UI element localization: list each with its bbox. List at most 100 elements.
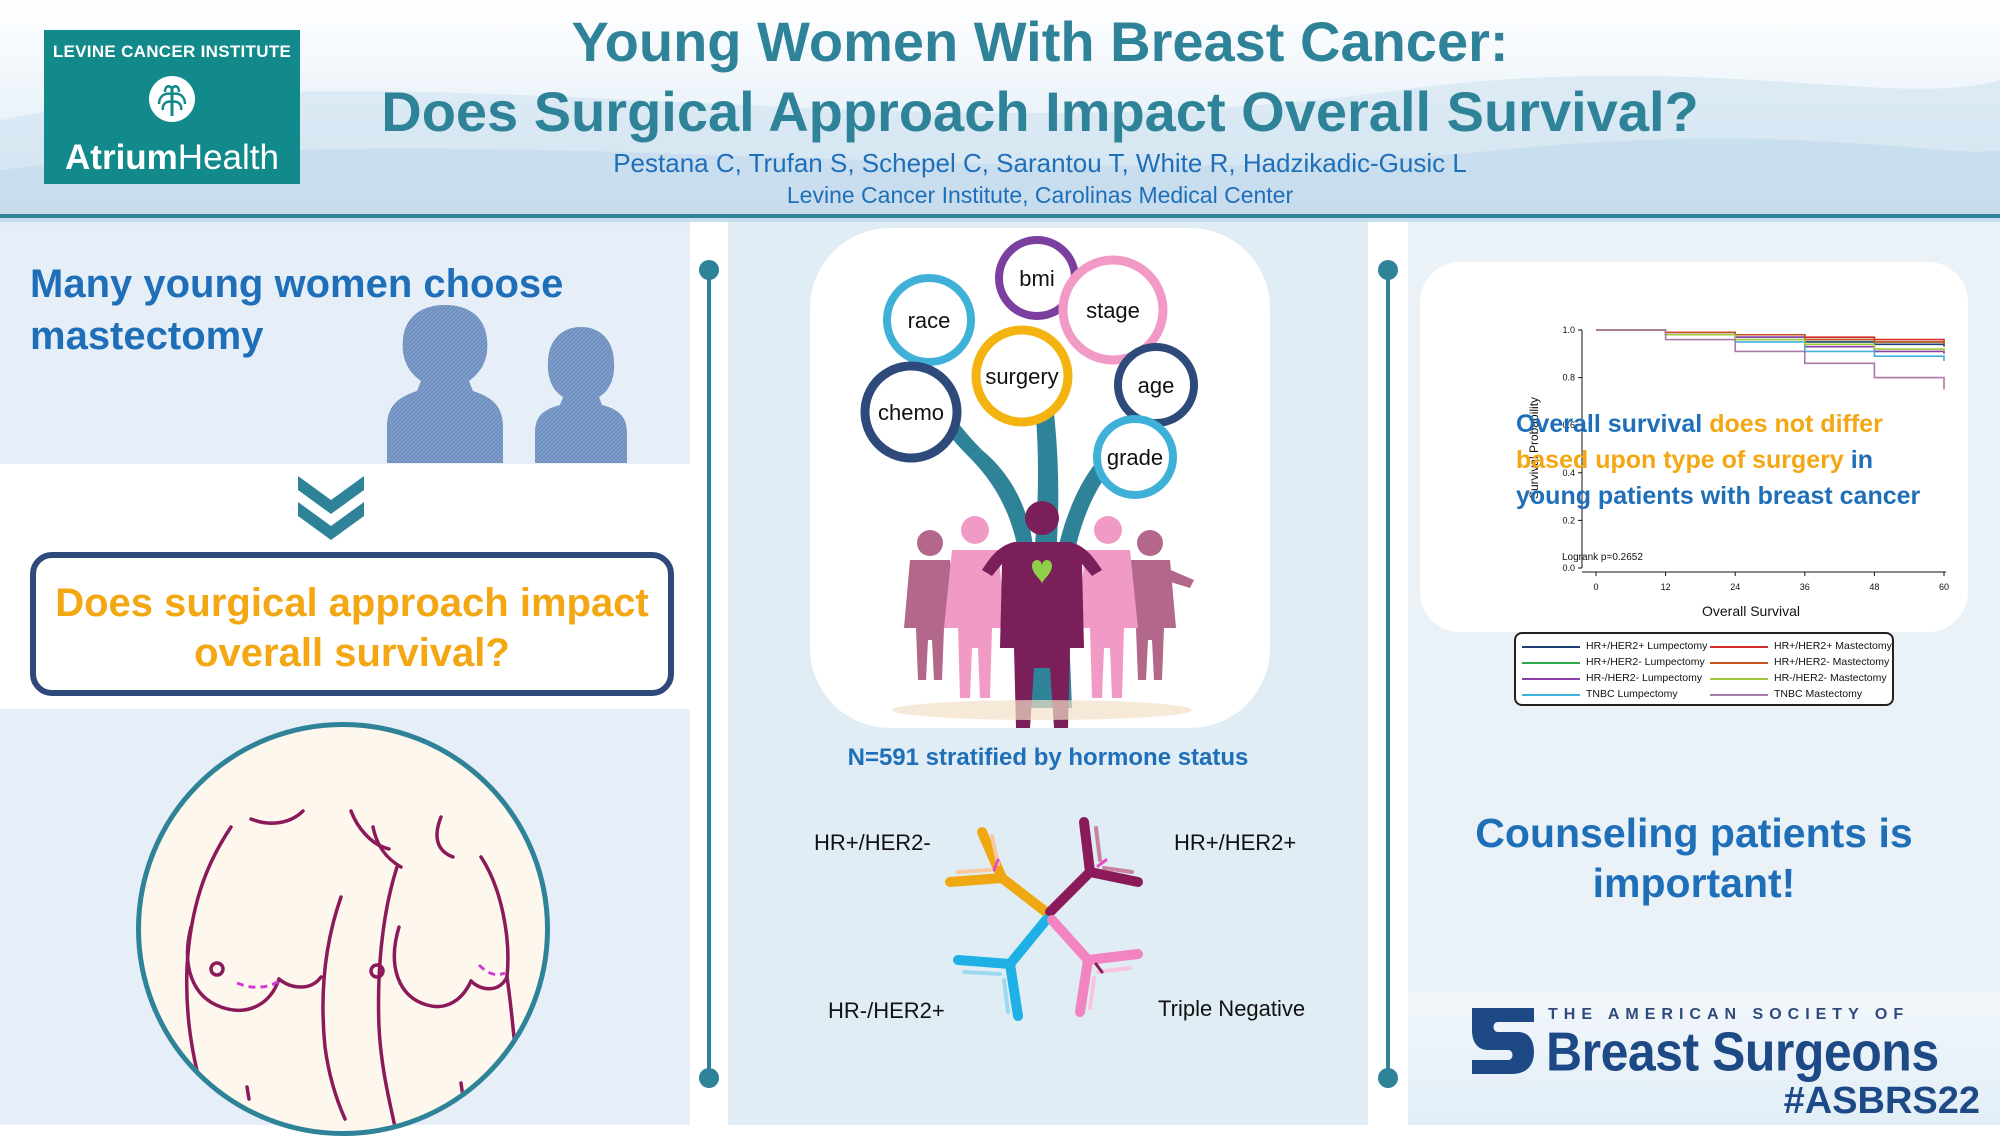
- timeline-dot: [1378, 1068, 1398, 1088]
- logo-brand-light: Health: [177, 138, 279, 177]
- logo-brand-text: AtriumHealth: [44, 138, 300, 178]
- chevron-down-icon: [298, 476, 364, 540]
- header-divider: [0, 214, 2000, 218]
- legend-swatch: [1710, 694, 1768, 696]
- conference-hashtag: #ASBRS22: [1783, 1080, 1980, 1122]
- receptor-hrneg-her2pos-icon: [953, 915, 1051, 1021]
- logo-institute-text: LEVINE CANCER INSTITUTE: [52, 42, 292, 61]
- heart-icon: [1032, 560, 1052, 584]
- poster-title-line2: Does Surgical Approach Impact Overall Su…: [381, 80, 1699, 143]
- y-axis-label: Survival Probability: [1527, 397, 1541, 499]
- asbrs-logo-icon: [1472, 1008, 1534, 1074]
- logo-brand-bold: Atrium: [65, 138, 178, 177]
- bubble-age: age: [1114, 343, 1198, 427]
- people-group: [904, 501, 1194, 728]
- ground-shadow: [892, 700, 1192, 720]
- x-tick-label: 48: [1869, 582, 1879, 592]
- chart-axes: 0.0 0.2 0.4 0.6 0.8 1.0 0 12 24 36 48 60: [1562, 325, 1949, 592]
- receptor-subtypes-diagram: [945, 817, 1143, 1021]
- logrank-annotation: Logrank p=0.2652: [1562, 552, 1643, 563]
- x-tick-label: 24: [1730, 582, 1740, 592]
- bubble-chemo-label: chemo: [878, 400, 944, 425]
- legend-swatch: [1710, 678, 1768, 680]
- y-tick-label: 0.2: [1562, 515, 1575, 525]
- series-line: [1596, 329, 1945, 352]
- question-box: Does surgical approach impact overall su…: [30, 552, 674, 696]
- conclusion-text: Counseling patients is important!: [1475, 810, 1913, 906]
- legend-label: HR-/HER2- Mastectomy: [1774, 672, 1887, 684]
- x-tick-label: 12: [1661, 582, 1671, 592]
- research-question: Does surgical approach impact overall su…: [55, 581, 649, 675]
- timeline-left: [707, 270, 711, 1076]
- y-tick-label: 0.4: [1562, 468, 1575, 478]
- survival-finding: Overall survival does not differ based u…: [1516, 406, 1936, 514]
- factors-tree-illustration: bmi race stage surgery age chemo grade: [860, 236, 1198, 728]
- finding-part1: Overall survival: [1516, 410, 1710, 438]
- breast-surgery-illustration: [136, 722, 550, 1136]
- label-hrneg-her2pos: HR-/HER2+: [828, 998, 945, 1023]
- authors: Pestana C, Trufan S, Schepel C, Sarantou…: [613, 148, 1467, 178]
- legend-swatch: [1522, 678, 1580, 680]
- bubble-bmi-label: bmi: [1019, 266, 1054, 291]
- society-name-top: THE AMERICAN SOCIETY OF: [1548, 1006, 1910, 1023]
- label-hrpos-her2pos: HR+/HER2+: [1174, 830, 1297, 855]
- y-tick-label: 0.8: [1562, 373, 1575, 383]
- survival-chart-card: [1420, 262, 1968, 632]
- bubble-surgery-label: surgery: [985, 364, 1058, 389]
- intro-statement: Many young women choose mastectomy: [30, 262, 564, 358]
- bubble-chemo: chemo: [860, 361, 962, 463]
- legend-label: HR+/HER2+ Mastectomy: [1774, 640, 1892, 652]
- series-line: [1596, 329, 1945, 390]
- receptor-hrpos-her2pos-icon: [1045, 817, 1143, 917]
- legend-label: HR-/HER2- Lumpectomy: [1586, 672, 1703, 684]
- bubble-grade-label: grade: [1107, 445, 1163, 470]
- bubble-race: race: [883, 274, 975, 366]
- header-wave-decoration: [0, 75, 2000, 222]
- cohort-size: N=591 stratified by hormone status: [847, 744, 1249, 771]
- receptor-hrpos-her2neg-icon: [945, 827, 1051, 917]
- timeline-dot: [699, 1068, 719, 1088]
- affiliation: Levine Cancer Institute, Carolinas Medic…: [786, 182, 1294, 208]
- timeline-right: [1386, 270, 1390, 1076]
- leaf-tree-icon: [149, 76, 195, 122]
- legend-label: HR+/HER2+ Lumpectomy: [1586, 640, 1708, 652]
- y-tick-label: 1.0: [1562, 325, 1575, 335]
- atrium-health-logo: LEVINE CANCER INSTITUTE AtriumHealth: [44, 30, 300, 184]
- finding-highlight: does not differ based upon type of surge…: [1516, 410, 1883, 474]
- legend-swatch: [1710, 662, 1768, 664]
- society-name-main: Breast Surgeons: [1546, 1021, 1939, 1083]
- bubble-age-label: age: [1138, 373, 1175, 398]
- receptor-triple-negative-icon: [1047, 915, 1143, 1017]
- legend-label: HR+/HER2- Lumpectomy: [1586, 656, 1705, 668]
- x-axis-label: Overall Survival: [1702, 603, 1800, 619]
- timeline-dot: [699, 260, 719, 280]
- y-tick-label: 0.0: [1562, 563, 1575, 573]
- finding-part3: in young patients with breast cancer: [1516, 446, 1921, 510]
- series-line: [1596, 329, 1945, 347]
- label-hrpos-her2neg: HR+/HER2-: [814, 830, 931, 855]
- bubble-stage-label: stage: [1086, 298, 1140, 323]
- legend-label: TNBC Mastectomy: [1774, 688, 1863, 700]
- poster-title-line1: Young Women With Breast Cancer:: [571, 10, 1509, 73]
- bubble-grade: grade: [1093, 415, 1177, 499]
- legend-swatch: [1522, 646, 1580, 648]
- legend-swatch: [1710, 646, 1768, 648]
- legend-swatch: [1522, 694, 1580, 696]
- bubble-stage: stage: [1058, 255, 1168, 365]
- kaplan-meier-chart: 0.0 0.2 0.4 0.6 0.8 1.0 0 12 24 36 48 60 Survival P…: [1527, 325, 1949, 619]
- x-tick-label: 60: [1939, 582, 1949, 592]
- bubble-race-label: race: [908, 308, 951, 333]
- torso-drawing: [184, 809, 523, 1129]
- label-triple-negative: Triple Negative: [1158, 996, 1306, 1021]
- x-tick-label: 36: [1800, 582, 1810, 592]
- legend-label: HR+/HER2- Mastectomy: [1774, 656, 1890, 668]
- y-tick-label: 0.6: [1562, 420, 1575, 430]
- timeline-dot: [1378, 260, 1398, 280]
- x-tick-label: 0: [1593, 582, 1598, 592]
- women-silhouettes-icon: [387, 305, 627, 463]
- legend-swatch: [1522, 662, 1580, 664]
- chart-series: [1596, 329, 1945, 390]
- bubble-surgery: surgery: [971, 325, 1073, 427]
- legend-label: TNBC Lumpectomy: [1586, 688, 1678, 700]
